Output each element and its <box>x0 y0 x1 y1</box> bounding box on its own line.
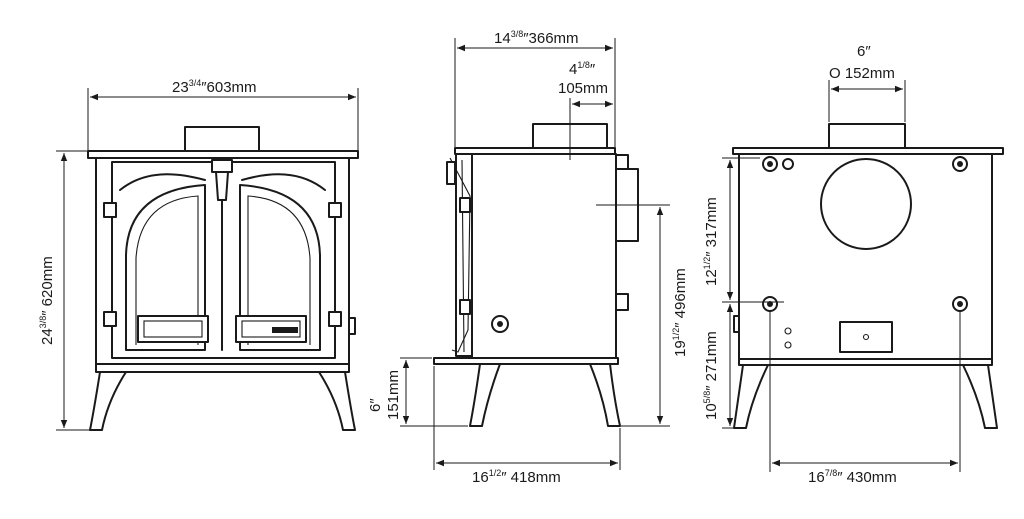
front-hinge-tr <box>328 202 342 218</box>
rear-flue-outlet <box>820 158 912 250</box>
front-hinge-br <box>328 311 342 327</box>
side-rear-boss-top <box>615 154 629 170</box>
front-right-leg <box>318 371 356 431</box>
side-depth-label: 143/8″366mm <box>494 29 579 47</box>
rear-screw-1 <box>784 327 792 335</box>
rear-flue-collar <box>828 123 906 149</box>
rear-plate <box>839 321 893 353</box>
front-right-panel-inner <box>241 320 301 338</box>
front-right-glass <box>239 184 321 351</box>
front-left-leg <box>89 371 127 431</box>
front-view: 233/4″603mm 243/8″ 620mm <box>38 78 359 431</box>
front-hinge-tl <box>103 202 117 218</box>
side-rear-boss-low <box>615 293 629 311</box>
side-door-hinge-arm <box>449 157 471 353</box>
rear-plate-screw <box>862 333 870 341</box>
side-flue-offset-mm-label: 105mm <box>558 80 608 97</box>
side-handle <box>446 161 456 185</box>
side-hinge-top <box>459 197 471 213</box>
rear-lower-height-label: 105/8″ 271mm <box>702 331 720 420</box>
front-logo-plate <box>272 327 298 333</box>
rear-plug-tl <box>782 158 794 170</box>
rear-flue-dia-mm-label: O 152mm <box>829 65 895 82</box>
rear-upper-height-label: 121/2″ 317mm <box>702 197 720 286</box>
rear-bolt-tr-center <box>957 161 963 167</box>
rear-left-leg <box>733 364 769 429</box>
rear-side-knob <box>733 315 740 333</box>
side-flue-offset-in-label: 41/8″ <box>569 60 596 78</box>
front-left-scroll <box>119 173 206 191</box>
front-width-label: 233/4″603mm <box>172 78 257 96</box>
rear-view: 6″ O 152mm 121/2″ 317mm 105/8″ 271mm 167… <box>702 43 1004 486</box>
side-door-glass <box>461 159 465 353</box>
front-height-label: 243/8″ 620mm <box>38 256 56 345</box>
rear-base <box>738 358 993 366</box>
front-left-glass <box>125 184 206 351</box>
side-leg-height-in-label: 6″ <box>367 398 384 412</box>
side-hinge-bottom <box>459 299 471 315</box>
rear-screw-2 <box>784 341 792 349</box>
front-right-scroll <box>241 173 326 191</box>
rear-flue-dia-in-label: 6″ <box>857 43 871 60</box>
front-left-glass-inner <box>135 195 199 345</box>
front-hinge-bl <box>103 311 117 327</box>
front-base <box>95 363 350 373</box>
front-side-knob <box>348 317 356 335</box>
side-flue-height-label: 191/2″ 496mm <box>671 268 689 357</box>
side-base-depth-label: 161/2″ 418mm <box>472 468 561 486</box>
front-handle-top <box>211 159 233 173</box>
rear-bolt-br-center <box>957 301 963 307</box>
side-base <box>433 357 619 365</box>
side-view: 143/8″366mm 41/8″ 105mm 191/2″ 496mm 6″ … <box>367 29 689 486</box>
side-front-leg <box>469 363 501 427</box>
front-left-panel-inner <box>143 320 203 338</box>
front-right-glass-inner <box>247 195 311 345</box>
side-air-knob-center <box>497 321 503 327</box>
rear-width-label: 167/8″ 430mm <box>808 468 897 486</box>
rear-right-leg <box>962 364 998 429</box>
front-left-panel <box>137 315 209 343</box>
side-rear-leg <box>589 363 621 427</box>
front-top-plate <box>87 150 359 159</box>
side-leg-height-mm-label: 151mm <box>385 370 402 420</box>
front-flue-collar <box>184 126 260 152</box>
rear-bolt-tl-center <box>767 161 773 167</box>
